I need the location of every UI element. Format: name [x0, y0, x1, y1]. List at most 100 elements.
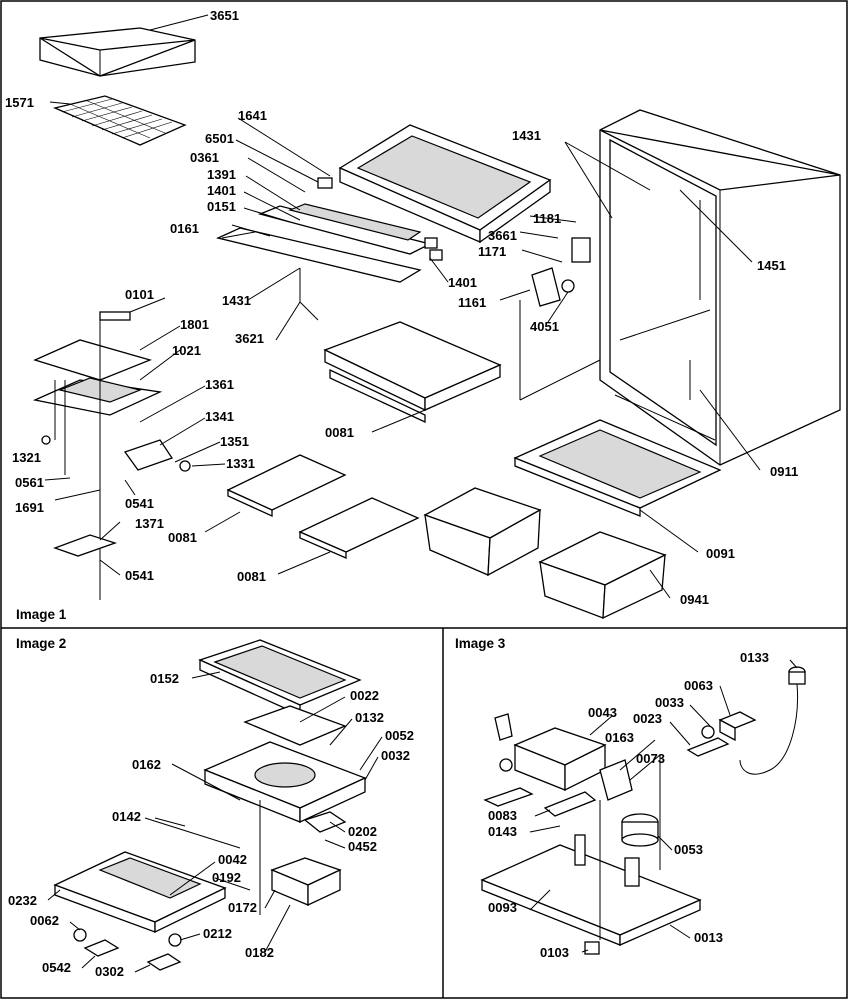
label-0133: 0133	[740, 650, 769, 665]
label-1161: 1161	[458, 295, 486, 310]
label-0151: 0151	[207, 199, 236, 214]
label-6501: 6501	[205, 131, 234, 146]
part-0091-crisper-cover	[513, 419, 722, 517]
label-0941: 0941	[680, 592, 709, 607]
part-0941-crisper-drawer-right	[538, 531, 667, 620]
label-0192: 0192	[212, 870, 241, 885]
label-0161: 0161	[170, 221, 199, 236]
label-0081-c: 0081	[237, 569, 266, 584]
part-0152-top-cover	[198, 639, 362, 717]
label-1431-a: 1431	[222, 293, 251, 308]
label-0162: 0162	[132, 757, 161, 772]
part-1341-bracket	[123, 439, 174, 471]
label-0142: 0142	[112, 809, 141, 824]
part-bracket-small	[494, 713, 513, 741]
part-1371-plate	[53, 534, 118, 557]
label-0081-a: 0081	[325, 425, 354, 440]
part-1161-bracket	[531, 237, 591, 307]
part-0013-base	[480, 834, 702, 946]
label-1331: 1331	[226, 456, 255, 471]
label-3621: 3621	[235, 331, 264, 346]
label-0101: 0101	[125, 287, 154, 302]
label-1171: 1171	[478, 244, 506, 259]
part-1571-wire-shelf	[52, 95, 187, 146]
label-1431-b: 1431	[512, 128, 541, 143]
part-0053-timer	[621, 813, 659, 847]
label-1801: 1801	[180, 317, 209, 332]
part-0161-trim	[216, 203, 432, 283]
part-0081-shelf-lower	[226, 454, 420, 559]
image1-leaders	[44, 117, 761, 599]
image3-panel: Image 3	[455, 636, 806, 960]
part-crisper-drawer-left	[423, 487, 542, 577]
part-0081-shelf-center	[323, 321, 502, 424]
part-0182-assembly	[270, 857, 342, 907]
label-0032: 0032	[381, 748, 410, 763]
image2-panel: Image 2	[8, 636, 414, 979]
label-0081-b: 0081	[168, 530, 197, 545]
part-0202-bracket	[303, 811, 347, 833]
part-0133-sensor	[739, 666, 806, 775]
part-0101-strip	[99, 311, 131, 321]
label-1691: 1691	[15, 500, 44, 515]
image3-leaders	[529, 659, 798, 953]
label-0232: 0232	[8, 893, 37, 908]
part-0103-switch	[584, 941, 600, 955]
part-lower-tray-2	[53, 851, 227, 934]
part-0073-bracket	[599, 759, 633, 801]
caption-image1: Image 1	[16, 607, 67, 622]
part-0302-bracket	[146, 953, 182, 971]
label-0052: 0052	[385, 728, 414, 743]
label-4051: 4051	[530, 319, 559, 334]
part-0062-knob	[73, 928, 87, 942]
part-0023-bracket	[686, 737, 730, 757]
label-0033: 0033	[655, 695, 684, 710]
image2-leaders	[47, 671, 383, 973]
label-0143: 0143	[488, 824, 517, 839]
label-1341: 1341	[205, 409, 234, 424]
caption-image3: Image 3	[455, 636, 506, 651]
label-1641: 1641	[238, 108, 267, 123]
label-1451: 1451	[757, 258, 786, 273]
label-0163: 0163	[605, 730, 634, 745]
label-0042: 0042	[218, 852, 247, 867]
part-0063-control	[701, 711, 757, 742]
label-0212: 0212	[203, 926, 232, 941]
label-0063: 0063	[684, 678, 713, 693]
label-0132: 0132	[355, 710, 384, 725]
label-0542: 0542	[42, 960, 71, 975]
part-1331-knob	[179, 460, 191, 472]
label-0053: 0053	[674, 842, 703, 857]
part-housing-2	[203, 741, 367, 824]
label-3661: 3661	[488, 228, 517, 243]
label-0103: 0103	[540, 945, 569, 960]
part-1321-screw	[41, 435, 51, 445]
part-0083-cover	[543, 791, 597, 817]
label-1401-b: 1401	[448, 275, 477, 290]
part-0043-housing	[513, 727, 607, 792]
label-0083: 0083	[488, 808, 517, 823]
label-0013: 0013	[694, 930, 723, 945]
label-0152: 0152	[150, 671, 179, 686]
label-0361: 0361	[190, 150, 219, 165]
label-0023: 0023	[633, 711, 662, 726]
label-3651: 3651	[210, 8, 239, 23]
part-upper-shelf	[338, 124, 552, 244]
image1-panel: 3651 1571 1641 6501 0361 1391 1401 0151 …	[5, 8, 841, 622]
label-0202: 0202	[348, 824, 377, 839]
label-1181: 1181	[533, 211, 561, 226]
label-0561: 0561	[15, 475, 44, 490]
part-0142-rod	[144, 817, 241, 849]
label-0093: 0093	[488, 900, 517, 915]
part-0212-knob	[168, 933, 182, 947]
label-0043: 0043	[588, 705, 617, 720]
part-control-housing	[32, 320, 163, 600]
label-0302: 0302	[95, 964, 124, 979]
label-1321: 1321	[12, 450, 41, 465]
label-0452: 0452	[348, 839, 377, 854]
label-1391: 1391	[207, 167, 236, 182]
label-0541-a: 0541	[125, 496, 154, 511]
part-3651-tray	[39, 27, 196, 77]
